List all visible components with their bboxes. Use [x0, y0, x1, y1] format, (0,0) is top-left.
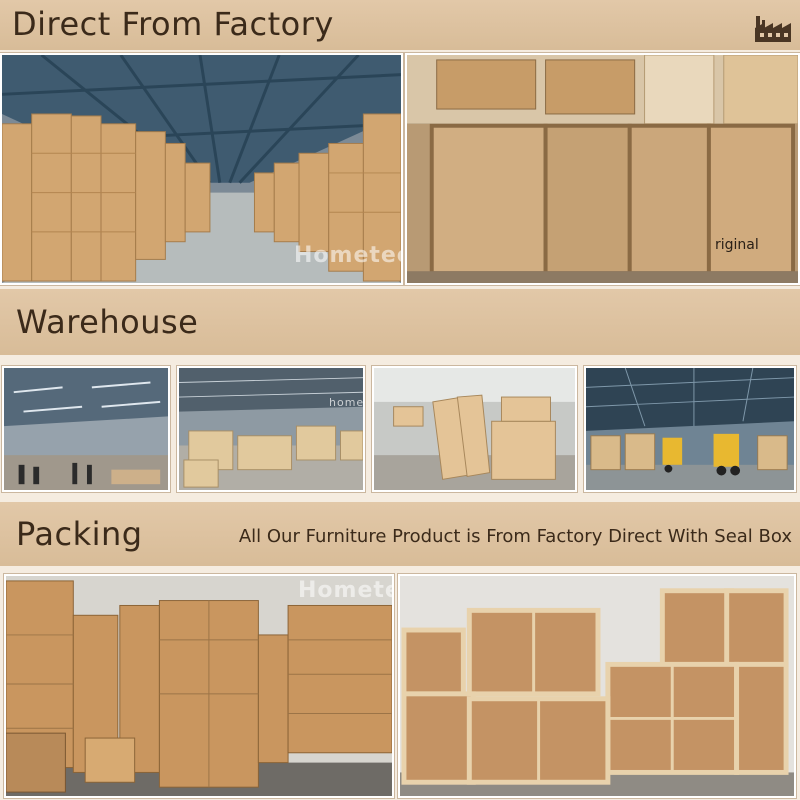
forklift-warehouse-image: [586, 368, 794, 490]
packing-photo-right: [398, 574, 796, 798]
packing-photo-left: Hometech2U: [4, 574, 394, 798]
warehouse-hall-image: [4, 368, 168, 490]
packing-band: Packing All Our Furniture Product is Fro…: [0, 502, 800, 566]
crate-brand-label: riginal: [715, 237, 759, 253]
plywood-panels-image: [374, 368, 575, 490]
packing-subtitle: All Our Furniture Product is From Factor…: [238, 526, 792, 547]
factory-icon: [755, 16, 791, 42]
lumber-stacks-image: [179, 368, 363, 490]
section-title-warehouse: Warehouse: [16, 303, 199, 341]
factory-photo-left: Hometech2U: [0, 53, 403, 285]
crated-furniture-image: [400, 576, 794, 796]
warehouse-photo-4: [584, 366, 796, 492]
section-title-packing: Packing: [16, 515, 143, 553]
warehouse-photo-3: [372, 366, 577, 492]
factory-interior-image: [2, 55, 401, 283]
warehouse-photo-1: [2, 366, 170, 492]
warehouse-photo-2: hometech2u.com.my: [177, 366, 365, 492]
page-title: Direct From Factory: [12, 5, 334, 43]
factory-photo-right: riginal: [405, 53, 800, 285]
sealed-boxes-image: [6, 576, 392, 796]
header-band: Direct From Factory: [0, 0, 800, 50]
warehouse-band: Warehouse: [0, 289, 800, 355]
wooden-crates-image: [407, 55, 798, 283]
